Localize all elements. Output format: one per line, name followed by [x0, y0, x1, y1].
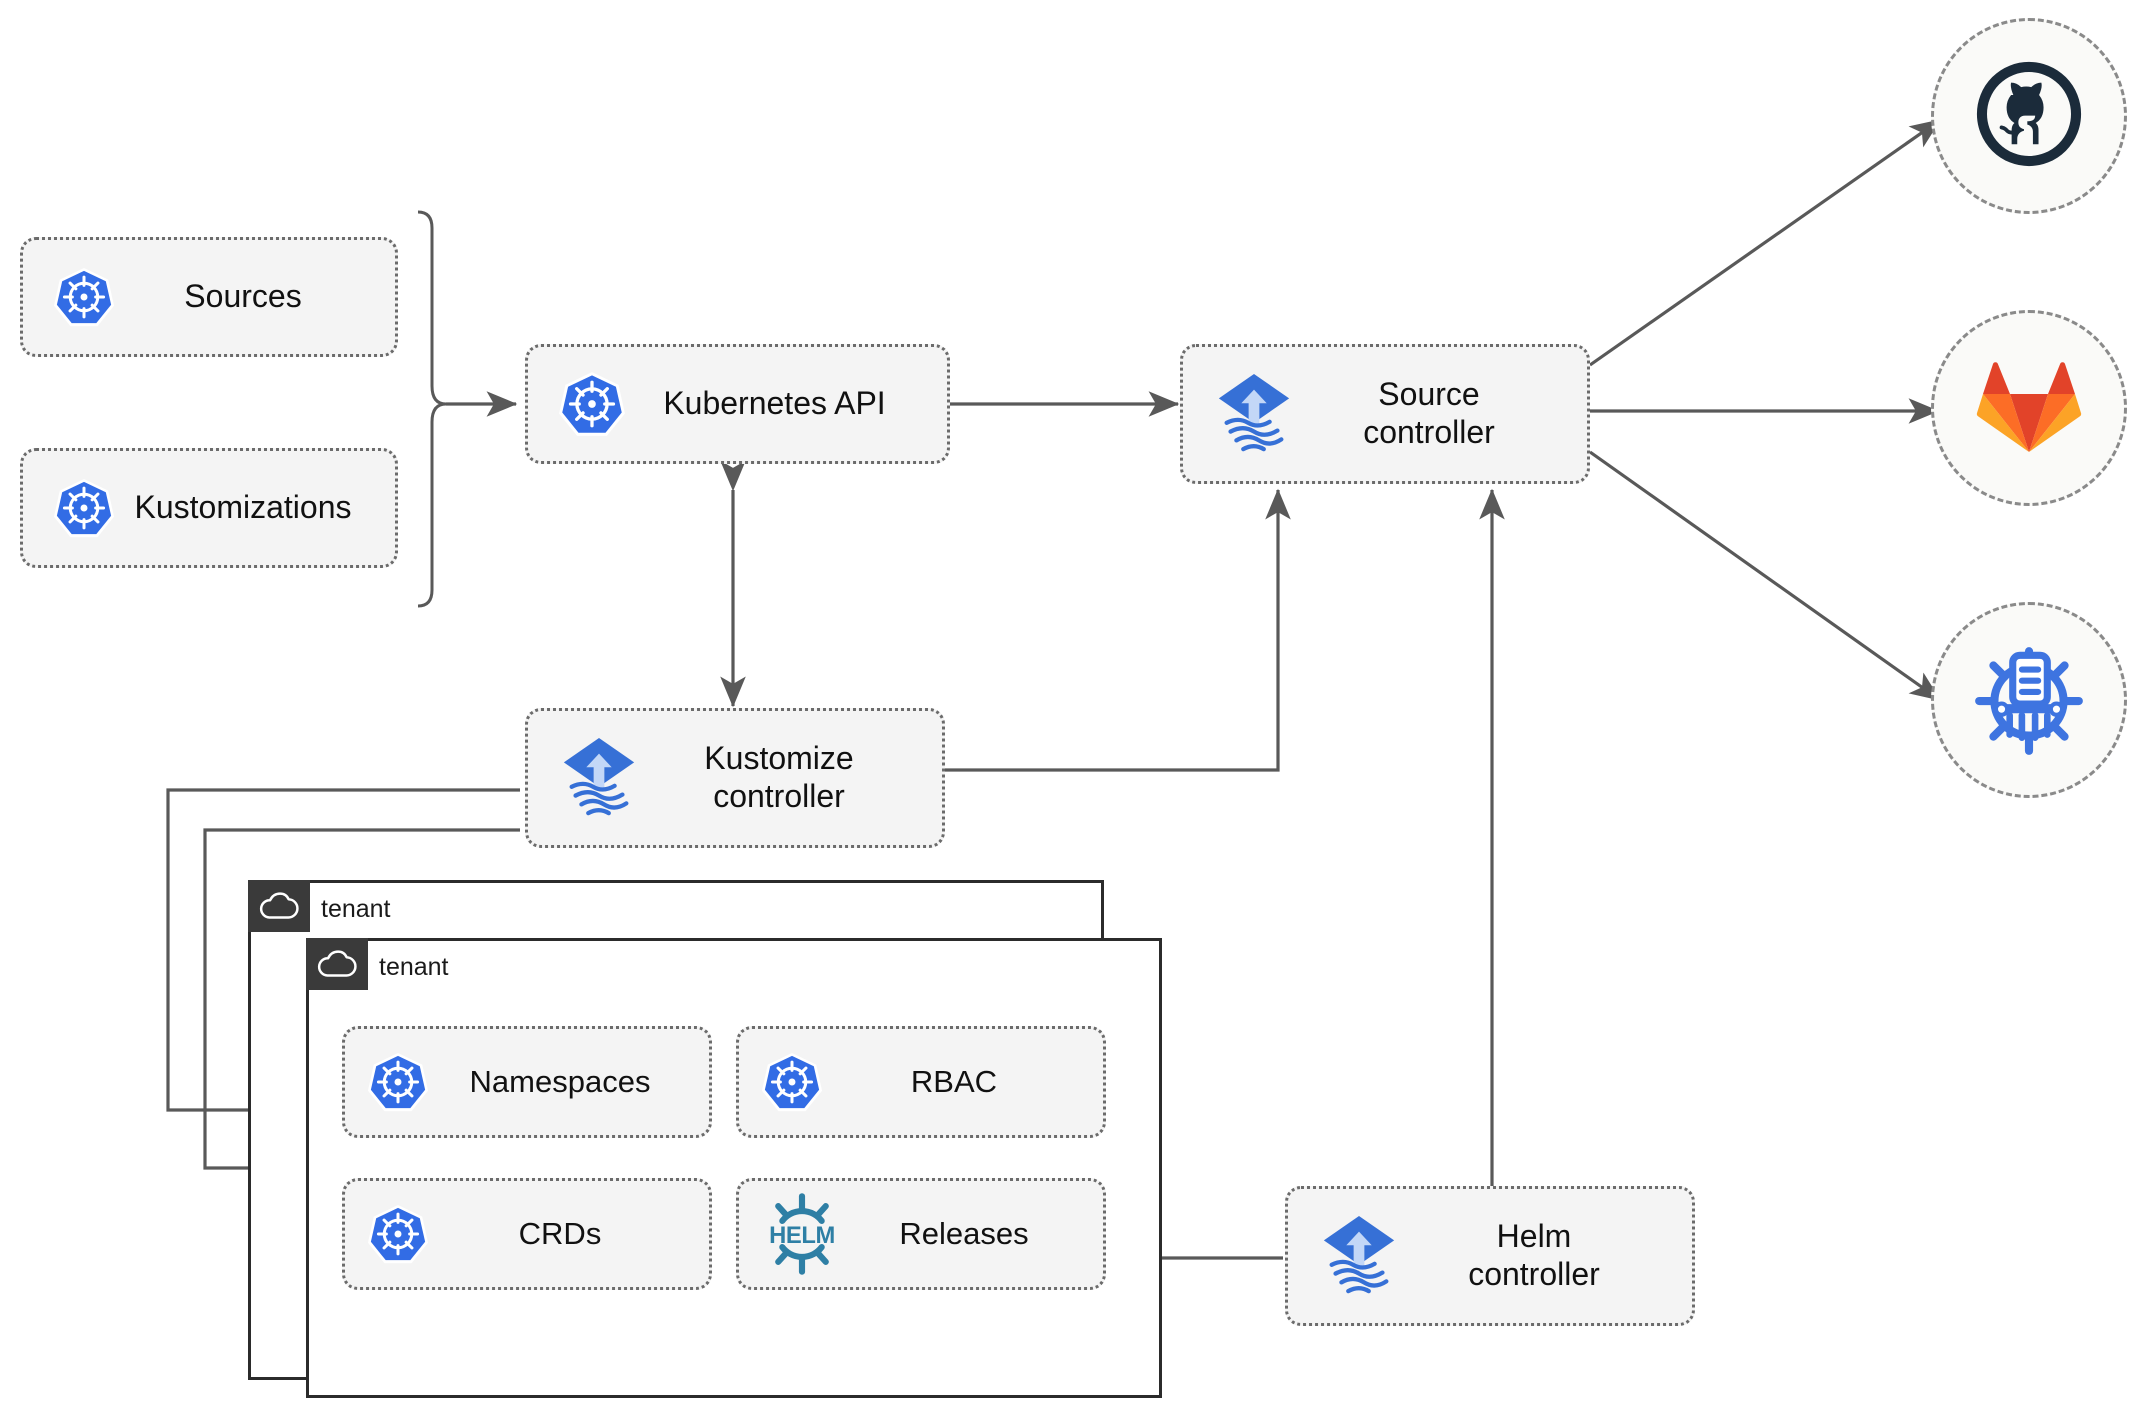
tenant-card-2[interactable]: tenant — [306, 938, 1162, 1398]
node-source-controller-label: Source controller — [1363, 376, 1495, 450]
svg-text:HELM: HELM — [769, 1222, 835, 1249]
wire-kustomizectrl-sourcectrl — [944, 488, 1291, 772]
cloud-icon — [306, 938, 368, 990]
tenant-object-crds[interactable]: CRDs — [342, 1178, 712, 1290]
node-source-controller[interactable]: Source controller — [1180, 344, 1590, 484]
flux-icon — [558, 732, 640, 824]
tenant-object-crds-label: CRDs — [518, 1215, 602, 1251]
tenant-object-rbac-label: RBAC — [910, 1063, 998, 1099]
tenant-object-releases-label: Releases — [899, 1215, 1029, 1251]
github-icon — [1973, 58, 2085, 175]
endpoint-helm-repository[interactable] — [1931, 602, 2127, 798]
kubernetes-icon — [53, 477, 115, 539]
tenant-object-releases[interactable]: HELM Releases — [736, 1178, 1106, 1290]
gitlab-icon — [1976, 356, 2082, 461]
group-brace — [417, 210, 447, 608]
resource-sources[interactable]: Sources — [20, 237, 398, 357]
cloud-icon — [248, 880, 310, 932]
node-kubernetes-api[interactable]: Kubernetes API — [525, 344, 950, 464]
kubernetes-icon — [53, 266, 115, 328]
wire-sourcectrl-github — [1589, 118, 1942, 367]
helm-repository-icon — [1968, 637, 2090, 764]
tenant-object-namespaces[interactable]: Namespaces — [342, 1026, 712, 1138]
tenant-object-rbac[interactable]: RBAC — [736, 1026, 1106, 1138]
resource-sources-label: Sources — [184, 278, 302, 315]
kubernetes-icon — [558, 370, 626, 438]
node-helm-controller-label: Helm controller — [1468, 1218, 1600, 1292]
tenant-object-namespaces-label: Namespaces — [469, 1063, 651, 1099]
kubernetes-icon — [367, 1051, 429, 1113]
flux-icon — [1213, 368, 1295, 460]
resource-kustomizations[interactable]: Kustomizations — [20, 448, 398, 568]
resource-kustomizations-label: Kustomizations — [134, 489, 352, 526]
tenant-card-1-label: tenant — [321, 894, 391, 923]
helm-icon: HELM — [761, 1193, 843, 1275]
kubernetes-icon — [367, 1203, 429, 1265]
endpoint-gitlab[interactable] — [1931, 310, 2127, 506]
wire-sourcectrl-helmrepo — [1589, 450, 1942, 702]
flux-icon — [1318, 1210, 1400, 1302]
tenant-card-2-label: tenant — [379, 952, 449, 981]
kubernetes-icon — [761, 1051, 823, 1113]
node-helm-controller[interactable]: Helm controller — [1285, 1186, 1695, 1326]
endpoint-github[interactable] — [1931, 18, 2127, 214]
node-kustomize-controller-label: Kustomize controller — [704, 740, 854, 814]
node-kustomize-controller[interactable]: Kustomize controller — [525, 708, 945, 848]
node-kubernetes-api-label: Kubernetes API — [663, 385, 886, 422]
